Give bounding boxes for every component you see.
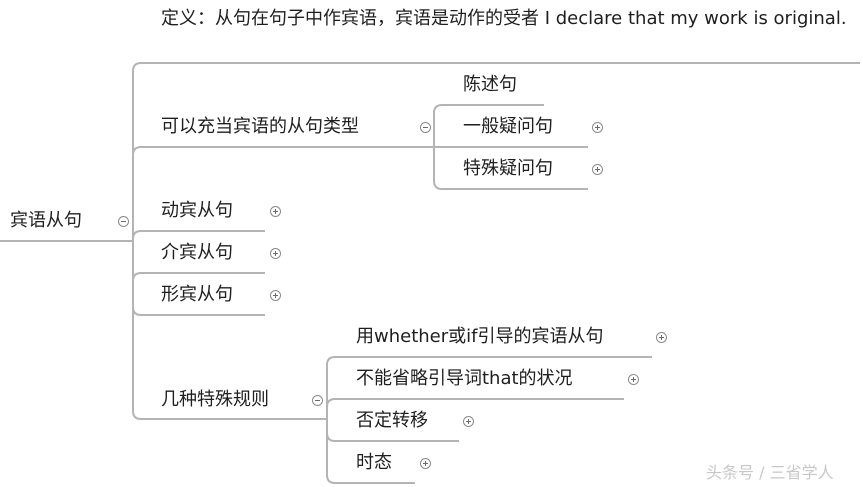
watermark: 头条号 / 三省学人 <box>706 463 834 482</box>
prep-object-clause-expand-icon[interactable] <box>270 248 281 259</box>
declarative-node[interactable]: 陈述句 <box>463 74 517 95</box>
clause-types-collapse-icon[interactable] <box>420 122 431 133</box>
verb-object-clause-expand-icon[interactable] <box>270 206 281 217</box>
adj-object-clause-node[interactable]: 形宾从句 <box>161 284 233 305</box>
tense-expand-icon[interactable] <box>420 458 431 469</box>
that-not-omitted-node[interactable]: 不能省略引导词that的状况 <box>356 368 573 389</box>
verb-object-clause-node[interactable]: 动宾从句 <box>161 200 233 221</box>
whether-if-expand-icon[interactable] <box>656 332 667 343</box>
whether-if-node[interactable]: 用whether或if引导的宾语从句 <box>356 326 604 347</box>
special-rules-node[interactable]: 几种特殊规则 <box>161 389 269 410</box>
that-not-omitted-expand-icon[interactable] <box>628 374 639 385</box>
negation-transfer-node[interactable]: 否定转移 <box>356 410 428 431</box>
yes-no-question-node[interactable]: 一般疑问句 <box>463 116 553 137</box>
wh-question-expand-icon[interactable] <box>592 164 603 175</box>
negation-transfer-expand-icon[interactable] <box>463 416 474 427</box>
special-rules-collapse-icon[interactable] <box>312 395 323 406</box>
root-collapse-icon[interactable] <box>118 216 129 227</box>
wh-question-node[interactable]: 特殊疑问句 <box>463 158 553 179</box>
clause-types-node[interactable]: 可以充当宾语的从句类型 <box>161 116 359 137</box>
definition-node[interactable]: 定义：从句在句子中作宾语，宾语是动作的受者 I declare that my … <box>161 8 847 29</box>
yes-no-question-expand-icon[interactable] <box>592 122 603 133</box>
prep-object-clause-node[interactable]: 介宾从句 <box>161 242 233 263</box>
adj-object-clause-expand-icon[interactable] <box>270 290 281 301</box>
root-node[interactable]: 宾语从句 <box>10 210 82 231</box>
tense-node[interactable]: 时态 <box>356 452 392 473</box>
